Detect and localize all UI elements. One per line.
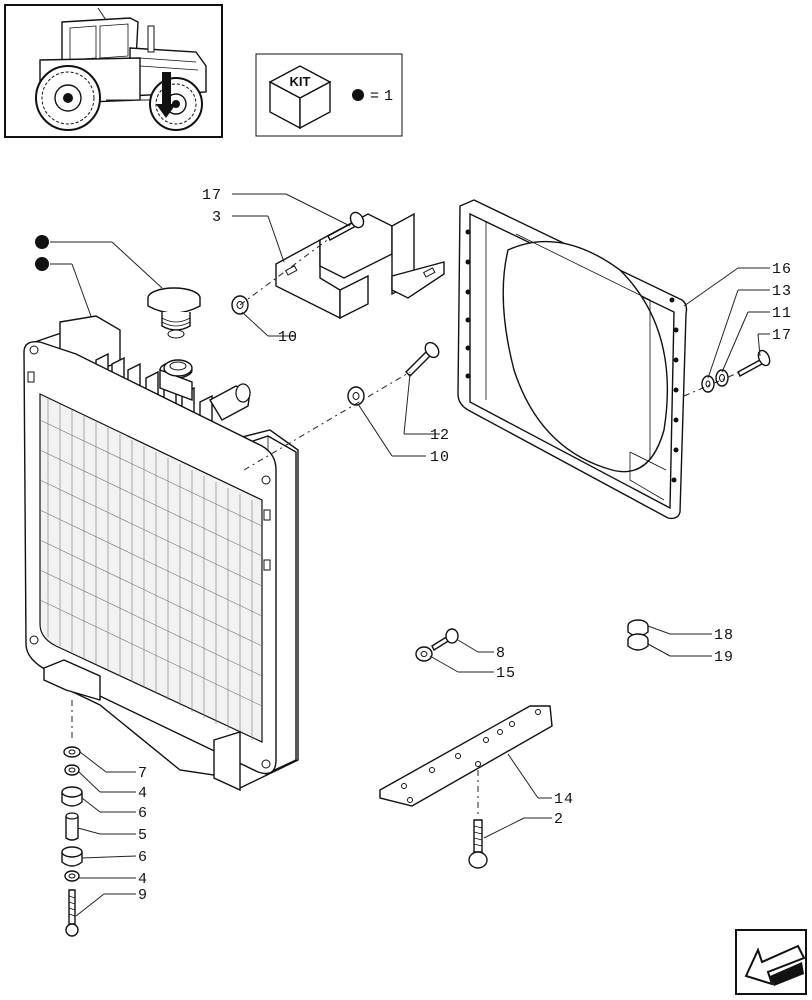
kit-legend: KIT = 1 <box>255 53 403 137</box>
support-plate <box>379 705 553 807</box>
bushing-6-bottom <box>61 846 83 867</box>
callout-11: 11 <box>772 305 792 322</box>
kit-box-icon <box>268 65 332 130</box>
fan-shroud <box>457 199 688 520</box>
bolt-8 <box>431 628 459 652</box>
next-page-button[interactable] <box>735 929 807 995</box>
radiator-core-mesh <box>39 398 263 740</box>
tractor-thumbnail-icon <box>35 7 207 131</box>
callout-17-right: 17 <box>772 327 792 344</box>
callout-labels: 17 3 10 12 10 16 13 11 17 8 15 18 19 14 … <box>138 187 792 904</box>
kit-bullet-icon <box>35 257 49 271</box>
washer-15 <box>415 646 433 662</box>
bolt-9 <box>65 889 79 937</box>
nut-11 <box>715 369 729 387</box>
bolt-12 <box>405 341 440 377</box>
mounting-bracket <box>275 212 445 320</box>
bolt-17-top <box>327 211 365 241</box>
callout-15: 15 <box>496 665 516 682</box>
cap-seal <box>163 359 193 377</box>
callout-4-bottom: 4 <box>138 871 148 888</box>
callout-14: 14 <box>554 791 574 808</box>
callout-3: 3 <box>212 209 222 226</box>
washer-4-bottom <box>64 870 80 882</box>
callout-9: 9 <box>138 887 148 904</box>
callout-16: 16 <box>772 261 792 278</box>
callout-18: 18 <box>714 627 734 644</box>
washer-7 <box>63 746 81 758</box>
washer-4-top <box>64 764 80 776</box>
callout-2: 2 <box>554 811 564 828</box>
callout-10-middle: 10 <box>430 449 450 466</box>
leader-lines <box>75 193 770 917</box>
callout-6-top: 6 <box>138 805 148 822</box>
kit-equals: = <box>370 88 380 105</box>
bolt-2 <box>468 770 488 869</box>
radiator <box>23 315 299 792</box>
callout-19: 19 <box>714 649 734 666</box>
spacer-5 <box>65 812 79 841</box>
callout-17-top: 17 <box>202 187 222 204</box>
callout-4-top: 4 <box>138 785 148 802</box>
callout-10-top: 10 <box>278 329 298 346</box>
kit-bullet-icon <box>352 89 364 101</box>
callout-5: 5 <box>138 827 148 844</box>
callout-8: 8 <box>496 645 506 662</box>
callout-13: 13 <box>772 283 792 300</box>
kit-number: 1 <box>384 88 394 105</box>
kit-bullet-icon <box>35 235 49 249</box>
callout-12: 12 <box>430 427 450 444</box>
callout-6-bottom: 6 <box>138 849 148 866</box>
tractor-thumbnail <box>4 4 223 138</box>
pad-19 <box>627 633 649 651</box>
next-page-arrow-icon <box>744 944 806 986</box>
kit-label: KIT <box>290 74 311 89</box>
bushing-6-top <box>61 786 83 807</box>
bolt-17-right <box>737 349 771 377</box>
radiator-cap <box>147 287 201 339</box>
callout-7: 7 <box>138 765 148 782</box>
washer-13 <box>701 375 715 393</box>
